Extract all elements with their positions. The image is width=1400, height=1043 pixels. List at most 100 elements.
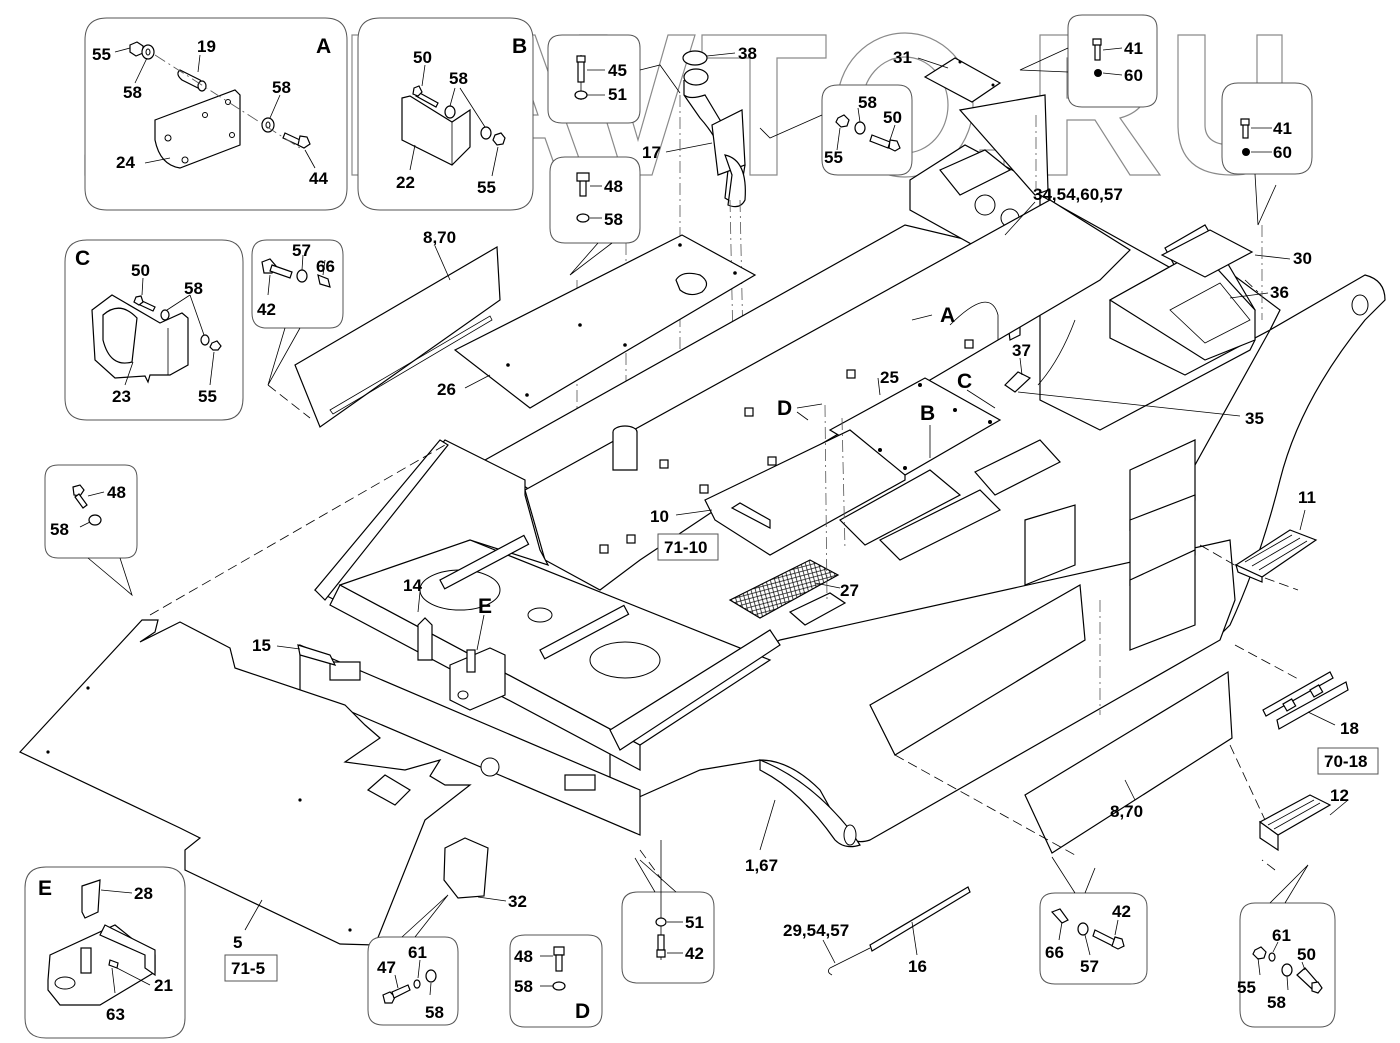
part-label: 58 [1267,993,1286,1012]
part-label: 36 [1270,283,1289,302]
washer-icon [854,121,866,135]
callout-bolt-51-42: 51 42 [621,840,715,984]
location-marker-b: B [920,402,935,425]
reference-71-5[interactable]: 71-5 [224,954,278,982]
callout-bolt-45-51: 45 51 [547,34,681,124]
callout-bolt-48-58-top: 48 58 [549,156,641,500]
reference-label[interactable]: 71-10 [664,538,707,557]
part-label: 48 [107,483,126,502]
side-panel-8-70-top: 8,70 [267,228,501,428]
callout-bolt-47-61-58: 61 47 58 [367,894,459,1026]
nut-icon [209,340,222,351]
part-label: 31 [893,48,912,67]
nut-icon [1050,908,1069,924]
part-label: 57 [1080,957,1099,976]
bolt-icon [553,946,565,972]
reference-label[interactable]: 70-18 [1324,752,1367,771]
detail-letter: E [38,877,52,900]
part-label: 61 [1272,926,1291,945]
bolt-icon [576,55,586,83]
part-label: 58 [123,83,142,102]
washer-icon [141,44,155,60]
part-label: 16 [908,957,927,976]
part-label: 19 [197,37,216,56]
bolt-icon [1092,38,1102,61]
part-label: 17 [642,143,661,162]
washer-icon [160,309,170,321]
detail-view-c: C 50 58 23 55 [64,239,244,421]
detail-letter: D [575,1000,590,1023]
callout-bolt-41-60-top: 41 60 [1019,14,1158,108]
part-label: 35 [1245,409,1264,428]
part-label: 14 [403,576,422,595]
washer-icon [200,334,210,346]
part-label: 58 [425,1003,444,1022]
part-label: 55 [1237,978,1256,997]
main-frame [297,94,1386,848]
part-label: 58 [184,279,203,298]
washer-icon [574,90,588,100]
part-label: 61 [408,943,427,962]
part-label: 58 [514,977,533,996]
part-label: 8,70 [1110,802,1143,821]
reference-71-10[interactable]: 71-10 [657,533,719,561]
detail-view-a: A 55 58 19 58 24 44 [84,17,348,211]
detail-view-e: E 28 21 63 [24,866,186,1039]
part-label: 66 [1045,943,1064,962]
part-label: 15 [252,636,271,655]
assembly-lines [639,115,1276,881]
part-label: 63 [106,1005,125,1024]
part-label: 66 [316,257,335,276]
detail-letter: C [75,247,90,270]
bolt-icon [869,134,901,152]
main-labels: 34,54,60,57 30 36 35 37 25 10 27 14 15 [252,185,1312,655]
bolt-icon [133,295,156,312]
part-label: 5 [233,933,242,952]
washer-icon [576,213,590,223]
part-label: 48 [514,947,533,966]
location-markers: A B C D E [476,304,996,651]
location-marker-e: E [478,595,492,618]
cover-plate-31: 31 [893,48,1002,103]
part-label: 24 [116,153,135,172]
step-11: 11 [1199,488,1318,591]
part-label: 22 [396,173,415,192]
plate-32: 32 [443,837,527,911]
bolt-icon [1296,967,1323,994]
side-panel-8-70-bottom: 8,70 [869,584,1233,856]
bolt-icon [576,172,590,197]
part-label: 58 [858,93,877,112]
part-label: 51 [685,913,704,932]
part-label: 8,70 [423,228,456,247]
callout-bolt-66-57-42: 42 66 57 [1039,856,1148,985]
bolt-icon [412,85,439,108]
top-plate-26: 26 [437,234,757,409]
part-label: 58 [604,210,623,229]
part-label: 27 [840,581,859,600]
part-label: 26 [437,380,456,399]
washer-icon [425,969,437,983]
part-label: 42 [1112,902,1131,921]
reference-70-18[interactable]: 70-18 [1317,747,1379,775]
part-label: 25 [880,368,899,387]
bolt-icon [656,934,666,958]
detail-view-b: B 50 58 22 55 [357,17,534,211]
callout-bolt-61-50-55-58: 61 50 55 58 [1237,864,1336,1028]
nut-icon [317,274,331,288]
part-label: 18 [1340,719,1359,738]
washer-icon [480,126,492,140]
callout-bolt-55-58-50: 58 50 55 [759,84,913,176]
part-label: 57 [292,241,311,260]
part-label: 29,54,57 [783,921,849,940]
detail-letter: B [512,35,527,58]
part-label: 60 [1124,66,1143,85]
location-marker-a: A [940,304,955,327]
part-label: 55 [477,178,496,197]
part-label: 11 [1298,488,1316,507]
part-label: 48 [604,177,623,196]
detail-view-d: D 48 58 [509,934,603,1028]
washer-icon [296,269,308,283]
reference-label[interactable]: 71-5 [231,959,265,978]
nut-icon [492,132,506,146]
